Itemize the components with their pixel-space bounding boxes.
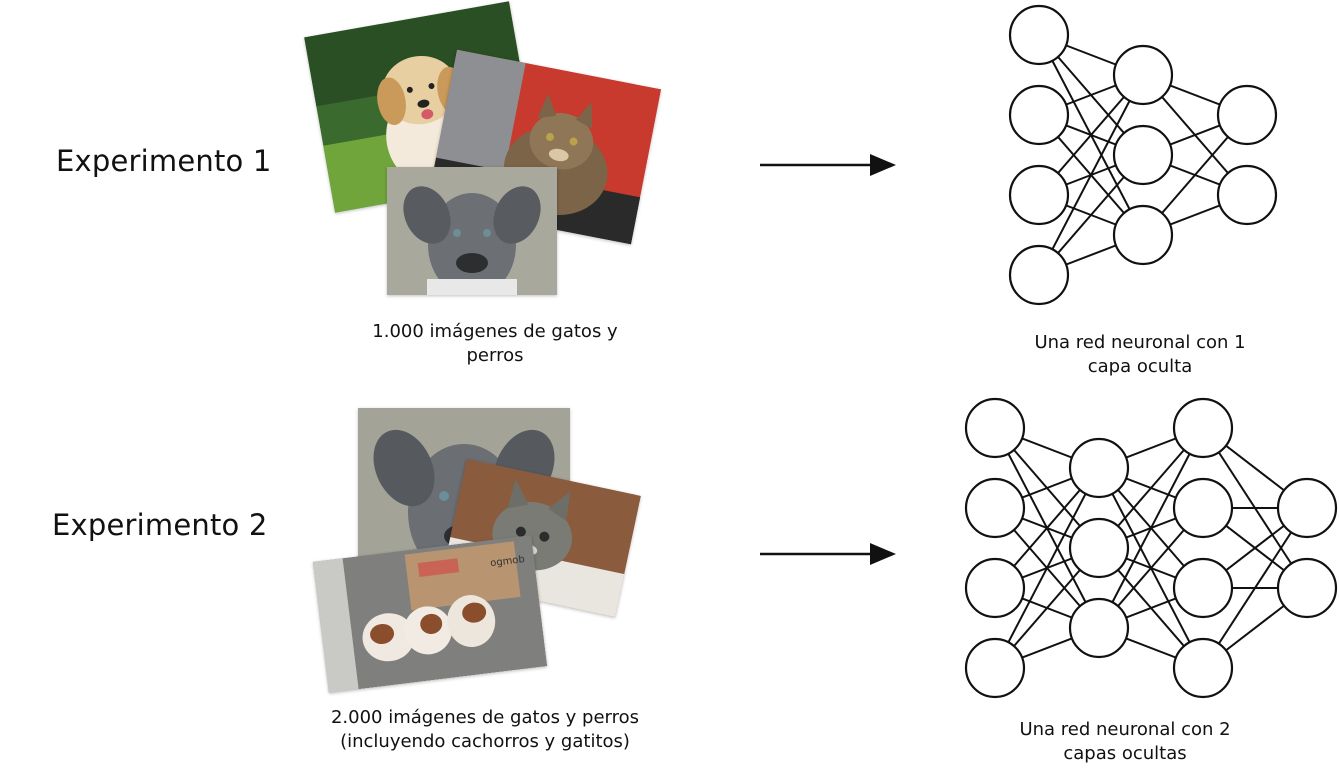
- network-node-layer-1: [1008, 4, 1070, 66]
- network-1-caption-line1: Una red neuronal con 1: [1034, 332, 1246, 353]
- network-node-layer-1: [1008, 244, 1070, 306]
- experiment-2-caption-line1: 2.000 imágenes de gatos y perros: [330, 707, 640, 728]
- network-node-layer-1: [964, 397, 1026, 459]
- network-connection: [994, 467, 1100, 669]
- network-node-layer-1: [964, 557, 1026, 619]
- network-node-layer-3: [1172, 557, 1234, 619]
- network-2-caption-line1: Una red neuronal con 2: [1019, 719, 1231, 740]
- network-connection: [1038, 74, 1144, 276]
- network-1-caption-line2: capa oculta: [1087, 356, 1193, 377]
- network-node-layer-2: [1112, 124, 1174, 186]
- experiment-1-caption: 1.000 imágenes de gatos y perros: [320, 320, 670, 368]
- network-node-layer-2: [1068, 437, 1130, 499]
- network-node-layer-1: [964, 477, 1026, 539]
- network-node-layer-3: [1216, 164, 1278, 226]
- network-1-caption: Una red neuronal con 1 capa oculta: [990, 331, 1290, 379]
- network-node-layer-1: [964, 637, 1026, 699]
- network-node-layer-2: [1068, 517, 1130, 579]
- grey-pitbull-photo: [387, 167, 557, 295]
- box-print-text: ogmob: [490, 554, 526, 569]
- network-connection: [1202, 507, 1308, 669]
- network-node-layer-3: [1172, 637, 1234, 699]
- network-2-caption-line2: capas ocultas: [1063, 743, 1187, 764]
- network-node-layer-1: [1008, 84, 1070, 146]
- experiment-1-label: Experimento 1: [56, 144, 272, 178]
- network-node-layer-4: [1276, 477, 1338, 539]
- network-node-layer-4: [1276, 557, 1338, 619]
- experiment-2-label: Experimento 2: [52, 508, 268, 542]
- network-node-layer-3: [1216, 84, 1278, 146]
- experiment-2-caption-line2: (incluyendo cachorros y gatitos): [340, 731, 630, 752]
- network-node-layer-2: [1068, 597, 1130, 659]
- network-2-caption: Una red neuronal con 2 capas ocultas: [970, 718, 1280, 766]
- network-node-layer-3: [1172, 397, 1234, 459]
- arrow-right-icon: [760, 154, 896, 176]
- network-connection: [1098, 427, 1204, 629]
- three-puppies-photo: ogmob: [312, 535, 548, 693]
- neural-network-2-hidden-layers: [964, 397, 1338, 699]
- arrow-right-icon: [760, 543, 896, 565]
- network-node-layer-1: [1008, 164, 1070, 226]
- experiment-2-caption: 2.000 imágenes de gatos y perros (incluy…: [290, 706, 680, 754]
- experiment-1-caption-line1: 1.000 imágenes de gatos y: [372, 321, 618, 342]
- network-node-layer-2: [1112, 44, 1174, 106]
- neural-network-1-hidden-layer: [1008, 4, 1278, 306]
- experiment-1-caption-line2: perros: [466, 345, 524, 366]
- network-node-layer-2: [1112, 204, 1174, 266]
- network-node-layer-3: [1172, 477, 1234, 539]
